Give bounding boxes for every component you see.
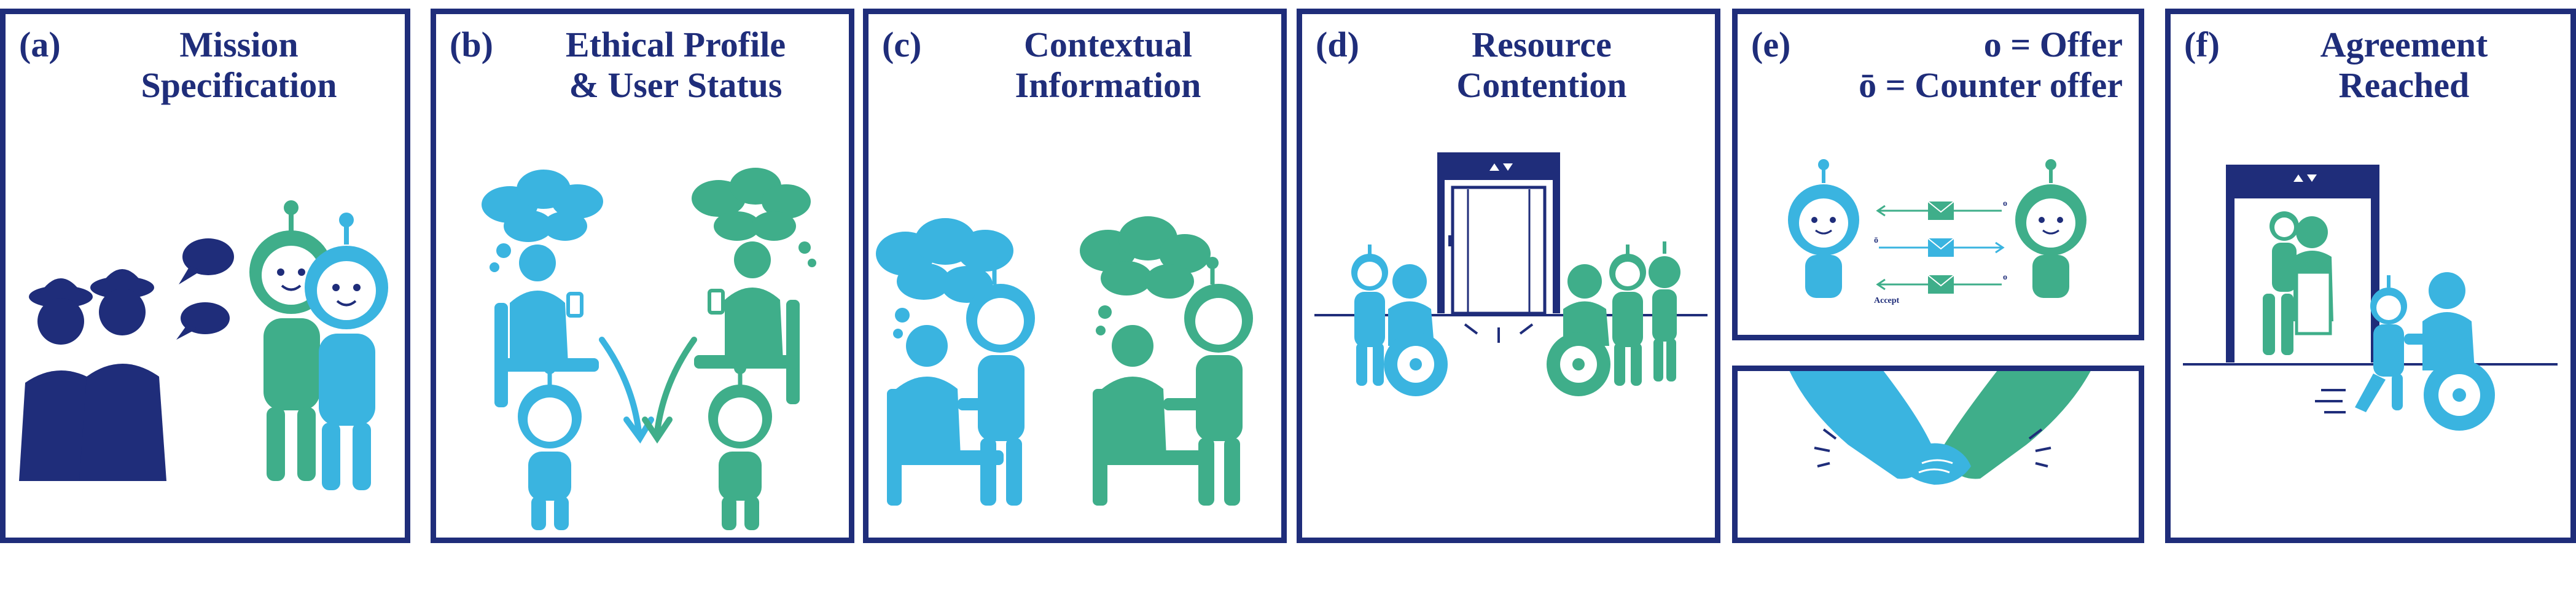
green-wheelchair-user-icon <box>1547 241 1680 396</box>
panel-e-negotiation: (e) o = Offer ō = Counter offer <box>1732 9 2144 340</box>
blue-wheelchair-user-icon <box>1351 245 1448 396</box>
handshake-illustration <box>1789 371 2091 485</box>
green-robot-small-icon <box>708 362 772 530</box>
blue-robot-head-icon <box>1788 159 1859 298</box>
panel-f-title-line1: Agreement <box>2320 25 2488 65</box>
offer-label-1: o <box>2003 199 2007 208</box>
panel-c-contextual-information: (c) Contextual Information <box>863 9 1287 543</box>
arrow-icons <box>599 337 697 444</box>
panel-a-mission-specification: (a) Mission Specification <box>0 9 410 543</box>
blue-user-seated-icon <box>494 245 599 407</box>
panel-e-illustration: o ō o Accept <box>1788 159 2086 305</box>
panel-b-letter: (b) <box>450 25 493 65</box>
panel-e-legend-offer: o = Offer <box>1983 25 2123 65</box>
contention-lines <box>1464 323 1534 343</box>
offer-label-2: o <box>2003 273 2007 282</box>
panel-b-title-line1: Ethical Profile <box>565 25 786 65</box>
green-thought-cloud-icon <box>692 168 816 267</box>
panel-e-letter: (e) <box>1751 25 1791 65</box>
speech-bubble-icon <box>176 238 234 340</box>
accept-label: Accept <box>1874 296 1900 305</box>
panel-c-letter: (c) <box>882 25 922 65</box>
panel-d-title-line1: Resource <box>1472 25 1612 65</box>
blue-thought-cloud-icon <box>482 170 603 272</box>
panel-b-ethical-profile: (b) Ethical Profile & User Status <box>431 9 854 543</box>
blue-user-with-robot-icon <box>887 257 1035 506</box>
panel-d-illustration <box>1314 152 1708 396</box>
motion-lines <box>1814 428 2051 468</box>
green-user-in-elevator-icon <box>2263 211 2333 355</box>
panel-c-title-line1: Contextual <box>1024 25 1192 65</box>
motion-lines <box>2315 389 2346 413</box>
panel-f-title-line2: Reached <box>2338 65 2470 105</box>
green-robot-head-icon <box>2015 159 2086 298</box>
panel-e-handshake <box>1732 366 2144 543</box>
blue-robot-small-icon <box>518 362 582 530</box>
panel-d-title-line2: Contention <box>1456 65 1627 105</box>
panel-f-illustration <box>2183 165 2558 431</box>
green-thought-cloud-icon <box>1080 216 1211 335</box>
panel-f-letter: (f) <box>2184 25 2220 65</box>
panel-f-agreement-reached: (f) Agreement Reached <box>2165 9 2576 543</box>
handshake-icon <box>1789 371 2091 485</box>
counter-offer-label: ō <box>1874 236 1878 245</box>
panel-b-title-line2: & User Status <box>569 65 783 105</box>
blue-robot-icon <box>305 213 388 490</box>
users-icon <box>19 269 166 481</box>
panel-d-letter: (d) <box>1316 25 1359 65</box>
panel-c-illustration <box>876 216 1253 506</box>
elevator-icon <box>1437 152 1560 315</box>
panel-c-title-line2: Information <box>1015 65 1201 105</box>
panel-e-legend-counter-offer: ō = Counter offer <box>1859 65 2123 105</box>
envelope-icons <box>1927 201 1954 294</box>
blue-wheelchair-user-icon <box>2355 272 2495 431</box>
green-user-seated-icon <box>694 241 800 404</box>
panel-b-illustration <box>482 168 816 530</box>
panel-a-letter: (a) <box>19 25 61 65</box>
panel-d-resource-contention: (d) Resource Contention <box>1297 9 1720 543</box>
panel-a-title-line2: Specification <box>141 65 337 105</box>
green-robot-icon <box>249 200 333 481</box>
panel-a-illustration <box>19 200 388 490</box>
green-user-with-robot-icon <box>1093 257 1253 506</box>
panel-a-title-line1: Mission <box>179 25 299 65</box>
